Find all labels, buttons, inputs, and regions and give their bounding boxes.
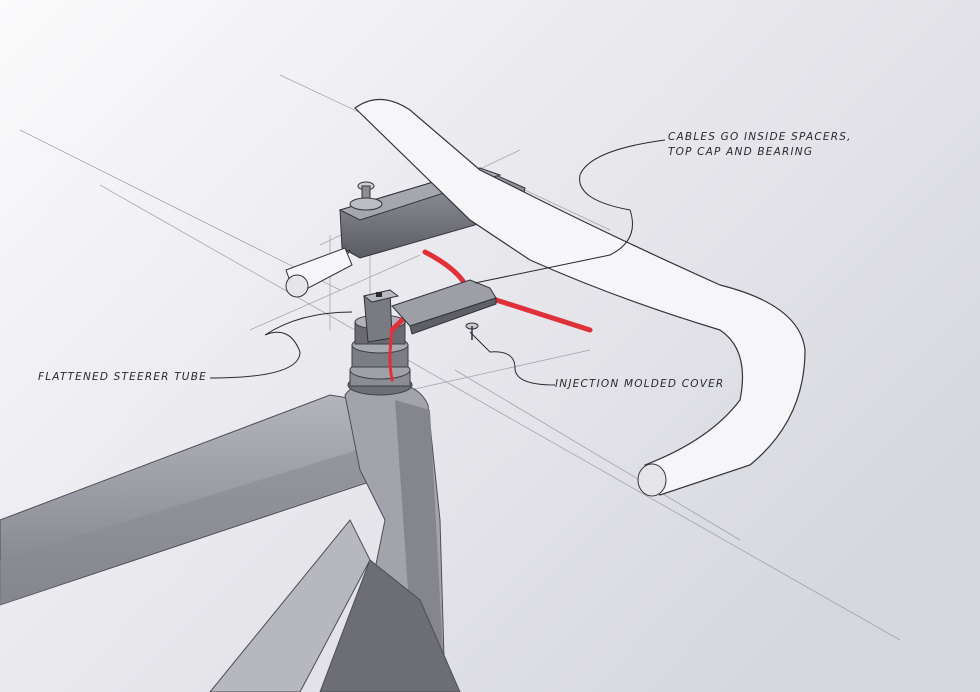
flattened-steerer-tube [362,289,400,343]
cables-annotation-line1: CABLES GO INSIDE SPACERS, [668,131,852,143]
cables-annotation: CABLES GO INSIDE SPACERS, TOP CAP AND BE… [668,130,852,160]
cables-annotation-line2: TOP CAP AND BEARING [668,146,814,158]
headset-spacers [347,314,413,396]
leader-lines [209,139,666,386]
injection-molded-cover [391,279,497,335]
cover-annotation: INJECTION MOLDED COVER [555,378,725,390]
handlebar [285,98,806,497]
steerer-annotation: FLATTENED STEERER TUBE [38,371,207,383]
bike-frame [0,381,461,692]
cover-screw [465,322,479,340]
